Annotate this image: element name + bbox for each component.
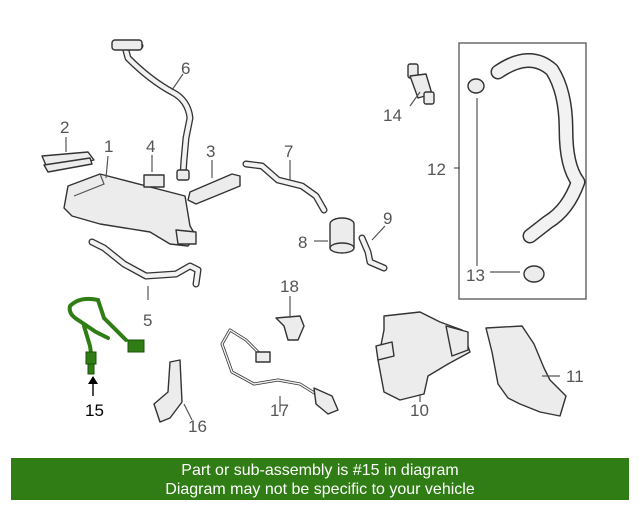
part-7-hose[interactable]	[242, 160, 328, 214]
part-18-bracket[interactable]	[275, 315, 305, 341]
callout-7: 7	[284, 142, 293, 161]
leader-6	[171, 73, 184, 91]
callout-1: 1	[104, 137, 113, 156]
leader-1	[105, 155, 109, 179]
callout-5: 5	[143, 311, 152, 330]
leader-15-arrow	[88, 376, 98, 384]
callout-4: 4	[146, 137, 155, 156]
callout-3: 3	[206, 142, 215, 161]
callout-10: 10	[410, 401, 429, 420]
part-4-block[interactable]	[143, 174, 165, 188]
callout-18: 18	[280, 277, 299, 296]
leader-14	[409, 91, 421, 107]
part-17-sensor[interactable]	[220, 328, 339, 415]
callout-12: 12	[427, 160, 446, 179]
part-6-tube[interactable]	[111, 39, 194, 181]
parts-diagram: 6 2 1 4 3 7 5 8	[41, 39, 587, 436]
part-8-valve[interactable]	[329, 217, 355, 254]
callout-2: 2	[60, 118, 69, 137]
part-1-canister[interactable]	[63, 173, 197, 247]
part-10-pump[interactable]	[375, 311, 471, 401]
part-9-hose[interactable]	[358, 234, 388, 272]
callout-8: 8	[298, 233, 307, 252]
part-11-duct[interactable]	[485, 325, 567, 417]
part-15-sensor[interactable]	[67, 296, 145, 375]
callout-15: 15	[85, 401, 104, 420]
footer-banner: Part or sub-assembly is #15 in diagram D…	[11, 458, 629, 500]
part-5-tube[interactable]	[88, 238, 202, 288]
callout-11: 11	[566, 367, 584, 386]
footer-line-2: Diagram may not be specific to your vehi…	[165, 481, 475, 498]
part-16-bracket[interactable]	[153, 359, 183, 423]
part-2-bracket[interactable]	[41, 151, 95, 173]
callout-14: 14	[383, 106, 402, 125]
part-13-clamp-bottom[interactable]	[523, 265, 545, 283]
part-3-bracket[interactable]	[187, 173, 241, 205]
part-13-clamp-top[interactable]	[467, 78, 485, 94]
callout-16: 16	[188, 417, 207, 436]
callout-13: 13	[466, 266, 485, 285]
part-12-hose[interactable]	[490, 53, 586, 244]
leader-9	[371, 225, 386, 241]
footer-line-1: Part or sub-assembly is #15 in diagram	[181, 462, 459, 479]
callout-9: 9	[383, 209, 392, 228]
callout-6: 6	[181, 59, 190, 78]
leader-16	[183, 403, 193, 421]
part-14-connector[interactable]	[407, 63, 435, 105]
callout-17: 17	[270, 401, 289, 420]
